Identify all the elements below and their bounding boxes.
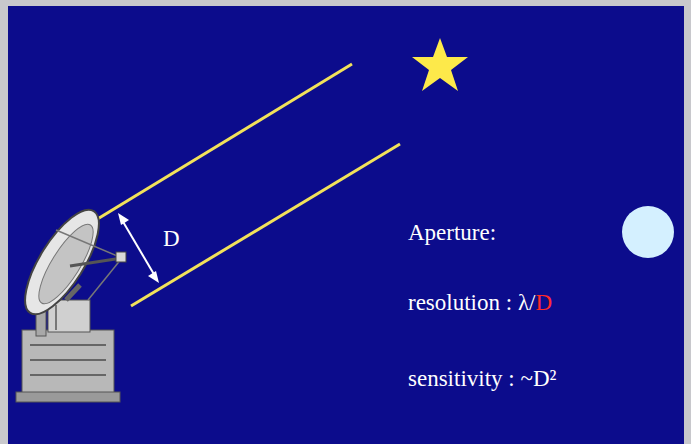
- radio-telescope: [12, 199, 126, 402]
- text-line: sensitivity : ~D²: [408, 366, 556, 391]
- text-line: resolution : λ/D: [408, 290, 552, 315]
- aperture-label: Aperture:: [408, 220, 496, 245]
- text-line: D: [163, 226, 180, 251]
- light-ray: [131, 144, 400, 306]
- aperture-disc: [622, 206, 674, 258]
- sensitivity-formula: sensitivity : ~D²: [408, 366, 556, 391]
- resolution-formula: resolution : λ/: [408, 290, 535, 315]
- star-symbol: [412, 38, 468, 91]
- arrowhead: [148, 271, 159, 283]
- formula-variable: D: [535, 290, 552, 315]
- dimension-arrow: [122, 220, 155, 276]
- light-ray: [86, 64, 352, 226]
- arrowhead: [118, 213, 129, 225]
- text-line: Aperture:: [408, 220, 496, 245]
- dimension-label: D: [163, 226, 180, 251]
